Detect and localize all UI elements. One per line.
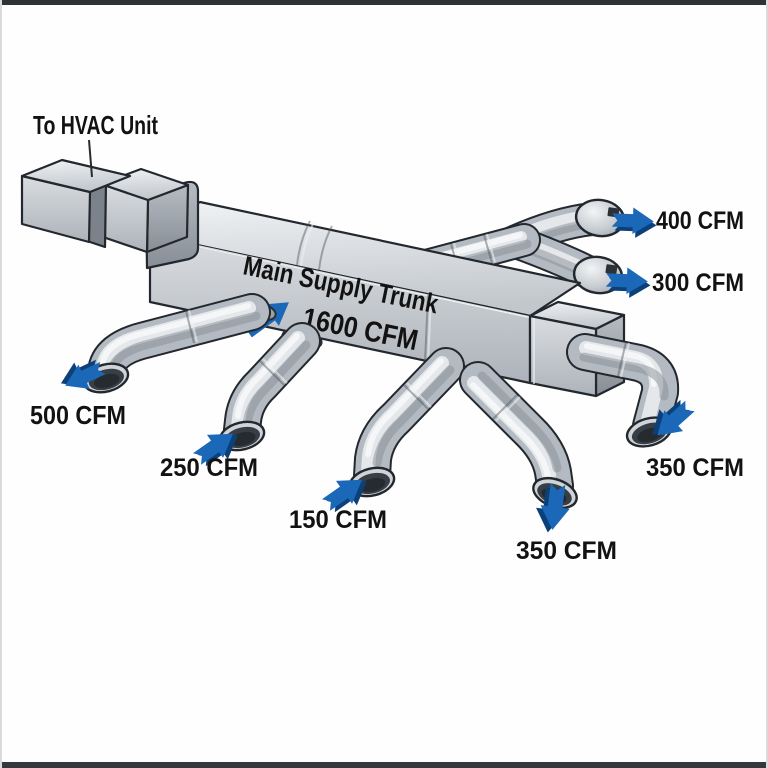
right-frame-border <box>766 0 768 768</box>
hvac-leader-line <box>88 139 93 178</box>
branch-duct-250 <box>218 322 321 452</box>
branch-duct-350-right <box>566 333 680 448</box>
outlet-slot-300 <box>605 264 618 275</box>
outlet-label-250: 250 CFM <box>160 454 258 482</box>
outlet-label-300: 300 CFM <box>652 269 744 297</box>
flow-arrow-400 <box>611 207 657 238</box>
outlet-label-350-right: 350 CFM <box>646 454 744 482</box>
flow-arrow-350-bottom <box>536 483 570 533</box>
flow-arrow-300 <box>605 267 651 298</box>
outlet-label-400: 400 CFM <box>656 207 744 235</box>
outlet-label-500: 500 CFM <box>30 400 126 430</box>
outlet-label-350-bottom: 350 CFM <box>516 537 617 565</box>
flow-arrow-150 <box>321 479 367 513</box>
flow-arrow-350-right <box>652 399 695 436</box>
hvac-connector <box>20 158 200 270</box>
flow-arrow-250 <box>192 433 238 467</box>
branch-duct-350-bottom <box>459 361 578 510</box>
left-frame-border <box>0 0 2 768</box>
top-frame-strip <box>0 0 768 5</box>
flow-arrow-500 <box>60 359 106 389</box>
branch-duct-150 <box>348 347 465 498</box>
hvac-unit-label: To HVAC Unit <box>33 110 158 140</box>
branch-duct-500 <box>82 293 271 394</box>
outlet-label-150: 150 CFM <box>289 506 387 534</box>
bottom-frame-strip <box>0 762 768 768</box>
